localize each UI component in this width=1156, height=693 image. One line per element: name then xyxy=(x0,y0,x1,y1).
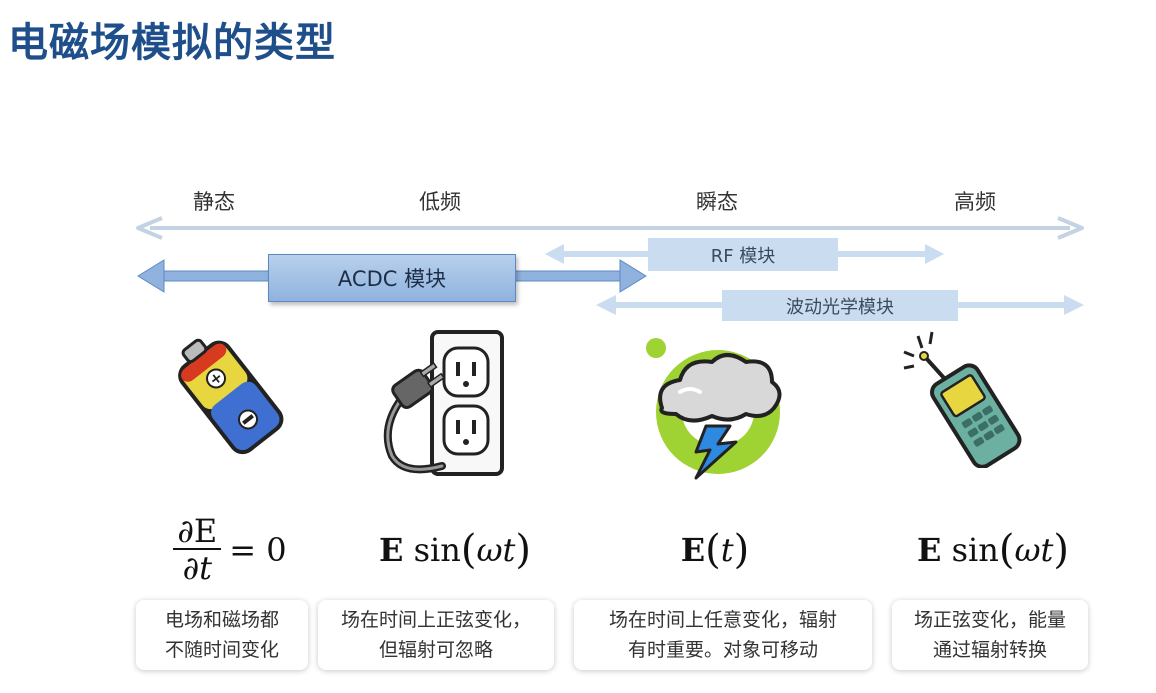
battery-icon: + xyxy=(178,338,284,455)
formula-high-frequency-arg: ωt xyxy=(1014,531,1054,569)
formula-low-frequency: E sin(ωt) xyxy=(379,527,531,573)
cell-phone-icon xyxy=(903,331,1022,468)
formula-static-numerator: ∂E xyxy=(173,514,222,550)
formula-low-frequency-arg: ωt xyxy=(476,531,516,569)
category-transient: 瞬态 xyxy=(696,190,738,214)
description-transient-line2: 有时重要。对象可移动 xyxy=(627,639,818,661)
description-transient-line1: 场在时间上任意变化，辐射 xyxy=(608,609,837,631)
power-plug-icon xyxy=(383,330,504,476)
formula-transient: E(t) xyxy=(680,527,750,573)
formula-static-rhs: = 0 xyxy=(229,531,287,569)
category-low-frequency: 低频 xyxy=(419,190,461,214)
spectrum-axis-arrow xyxy=(136,216,1084,240)
description-high-frequency-line1: 场正弦变化，能量 xyxy=(913,609,1066,631)
description-low-frequency: 场在时间上正弦变化， 但辐射可忽略 xyxy=(318,600,554,670)
page-title: 电磁场模拟的类型 xyxy=(8,20,336,66)
formula-high-frequency: E sin(ωt) xyxy=(917,527,1069,573)
description-low-frequency-line1: 场在时间上正弦变化， xyxy=(340,609,531,631)
formula-high-frequency-field: E xyxy=(917,531,942,569)
formula-low-frequency-func: sin xyxy=(413,531,461,569)
description-low-frequency-line2: 但辐射可忽略 xyxy=(378,639,493,661)
formula-transient-field: E xyxy=(680,531,706,569)
formula-transient-arg: t xyxy=(720,531,734,569)
category-high-frequency: 高频 xyxy=(954,190,996,214)
category-static: 静态 xyxy=(193,190,235,214)
description-static: 电场和磁场都 不随时间变化 xyxy=(136,600,308,670)
description-static-line2: 不随时间变化 xyxy=(164,639,279,661)
storm-cloud-icon xyxy=(646,338,782,480)
acdc-module-label: ACDC 模块 xyxy=(268,254,516,302)
description-transient: 场在时间上任意变化，辐射 有时重要。对象可移动 xyxy=(574,600,872,670)
description-high-frequency-line2: 通过辐射转换 xyxy=(932,639,1047,661)
wave-optics-module-label: 波动光学模块 xyxy=(722,290,958,321)
formula-high-frequency-func: sin xyxy=(951,531,999,569)
rf-module-label: RF 模块 xyxy=(648,238,838,271)
formula-static-denominator: ∂t xyxy=(182,549,213,587)
description-static-line1: 电场和磁场都 xyxy=(164,609,279,631)
description-high-frequency: 场正弦变化，能量 通过辐射转换 xyxy=(892,600,1088,670)
formula-low-frequency-field: E xyxy=(379,531,404,569)
formula-static: ∂E ∂t = 0 xyxy=(150,508,310,592)
